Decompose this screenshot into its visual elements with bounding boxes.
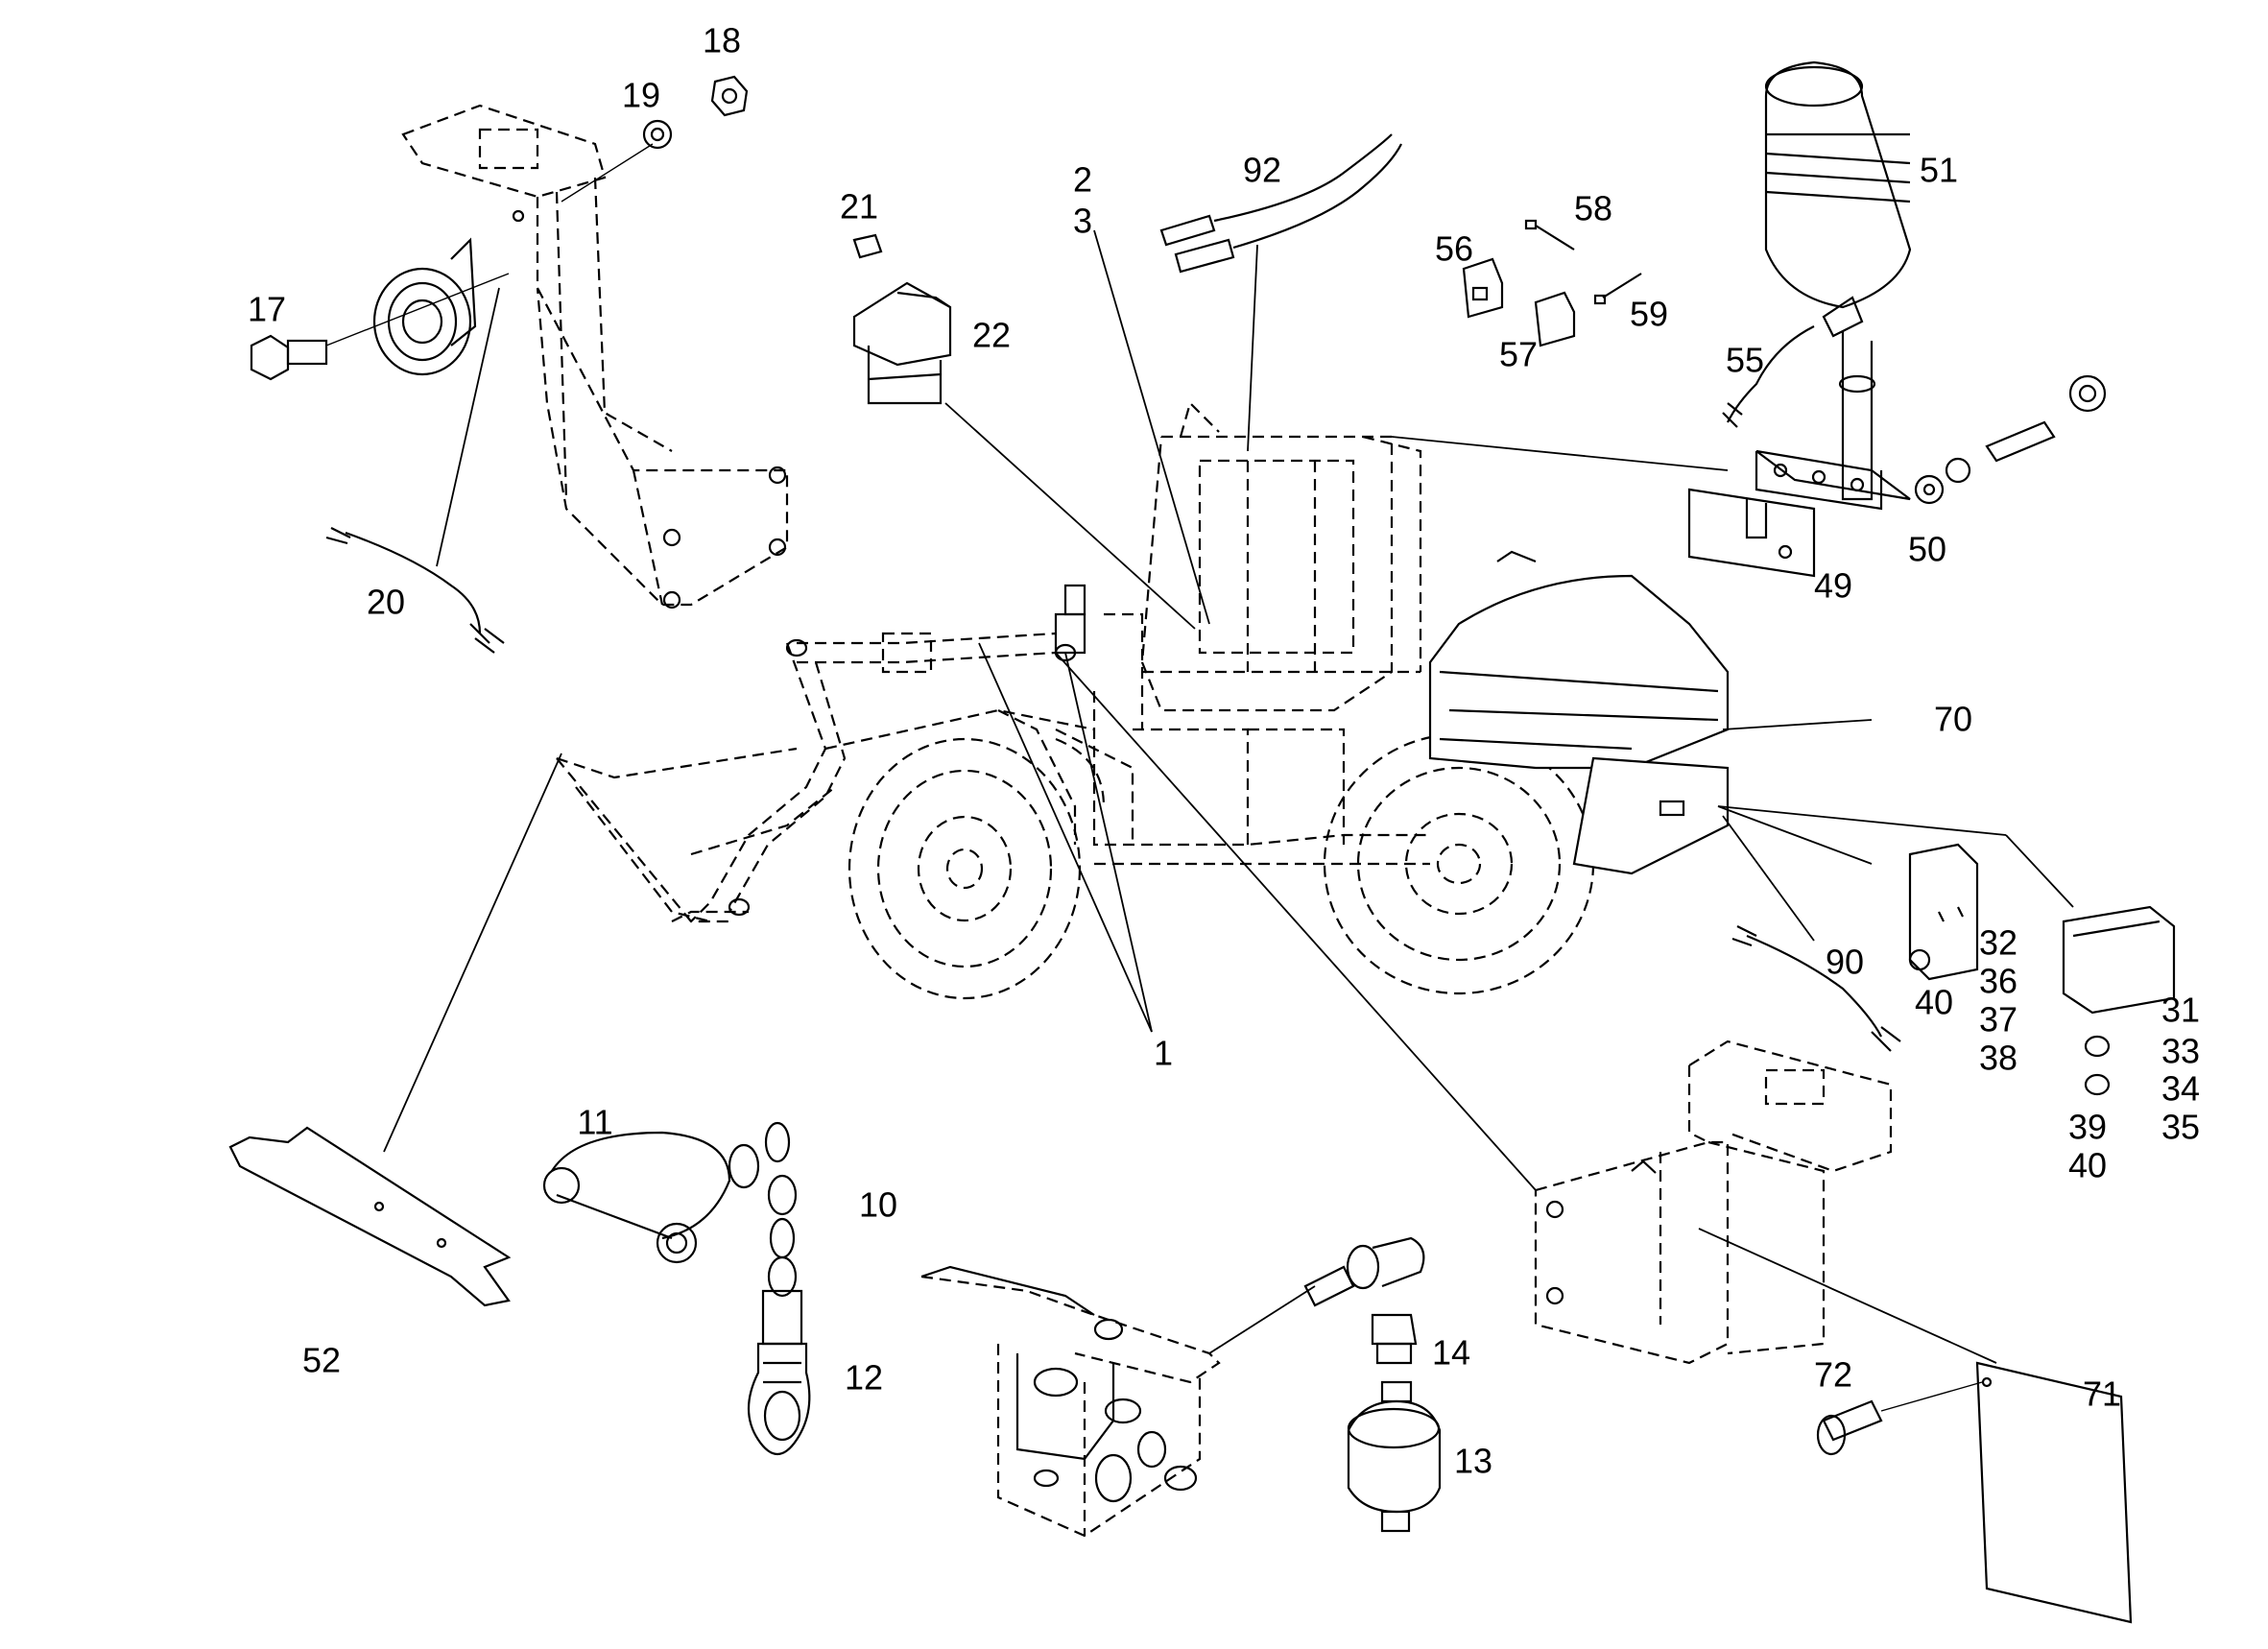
- housing-57: [1534, 291, 1576, 347]
- nut-18: [710, 75, 749, 117]
- callout-20: 20: [367, 583, 405, 622]
- pin-59: [1602, 273, 1642, 299]
- callout-37: 37: [1979, 1000, 2017, 1040]
- callout-57: 57: [1499, 335, 1538, 374]
- callout-labels: 1 2 3 10 11 12 13 14 17 18 19 20 21 22 3…: [248, 21, 2200, 1481]
- callout-10: 10: [859, 1185, 897, 1225]
- callout-55: 55: [1726, 341, 1764, 380]
- tow-chain-assembly: [542, 1121, 811, 1456]
- callout-58: 58: [1574, 189, 1612, 228]
- lamp-31: [2062, 905, 2176, 1015]
- horn-bracket-assembly: [250, 75, 789, 654]
- callout-70: 70: [1934, 700, 1972, 739]
- cab: [1140, 400, 1422, 712]
- cutting-edge-52: [228, 753, 562, 1307]
- callout-49: 49: [1814, 566, 1852, 606]
- callout-21: 21: [840, 187, 878, 227]
- callout-90: 90: [1826, 943, 1864, 982]
- plate-71: [1975, 1361, 2133, 1624]
- bolt-17: [250, 273, 510, 381]
- callout-51: 51: [1920, 151, 1958, 190]
- brake-valve: [920, 1265, 1316, 1538]
- connectors-92: [1159, 133, 1402, 452]
- wire-harness-20: [325, 287, 505, 654]
- callout-35: 35: [2161, 1108, 2200, 1147]
- washer-19: [642, 119, 673, 150]
- callout-19: 19: [622, 76, 660, 115]
- callout-1: 1: [1154, 1034, 1173, 1073]
- callout-72: 72: [1814, 1355, 1852, 1395]
- callout-18: 18: [703, 21, 741, 60]
- callout-40-b: 40: [2068, 1146, 2107, 1185]
- connector-housings: [1462, 219, 1642, 347]
- engine-hood: [1428, 550, 1730, 875]
- callout-12: 12: [845, 1358, 883, 1398]
- license-bracket: [1055, 652, 2133, 1624]
- joystick: [1054, 584, 1086, 662]
- callout-13: 13: [1454, 1442, 1492, 1481]
- callout-40-a: 40: [1915, 983, 1953, 1022]
- callout-2: 2: [1073, 160, 1092, 200]
- callout-31: 31: [2161, 991, 2200, 1030]
- housing-56: [1462, 257, 1504, 319]
- tail-lamps: [1717, 719, 2176, 1096]
- callout-50: 50: [1908, 530, 1946, 569]
- callout-34: 34: [2161, 1069, 2200, 1109]
- rear-wheel: [1323, 732, 1595, 995]
- callout-56: 56: [1435, 229, 1473, 269]
- lift-arm: [556, 632, 1106, 923]
- plate-49: [1687, 488, 1816, 578]
- callout-14: 14: [1432, 1333, 1470, 1373]
- pressure-switch: [1303, 1236, 1442, 1533]
- screw-72: [1822, 1399, 1883, 1442]
- front-wheel: [848, 737, 1082, 1000]
- callout-39: 39: [2068, 1108, 2107, 1147]
- callout-11: 11: [577, 1103, 612, 1142]
- lamp-32: [1908, 843, 1979, 981]
- callout-71: 71: [2083, 1374, 2121, 1414]
- callout-32: 32: [1979, 923, 2017, 963]
- callout-33: 33: [2161, 1032, 2200, 1071]
- callout-17: 17: [248, 290, 286, 329]
- bulb-33: [2084, 1035, 2111, 1058]
- callout-92: 92: [1243, 151, 1281, 190]
- bulb-40a: [1908, 948, 1931, 971]
- callout-22: 22: [972, 316, 1011, 355]
- callout-36: 36: [1979, 962, 2017, 1001]
- bulb-39: [2084, 1073, 2111, 1096]
- switch-cap-21: [852, 233, 883, 259]
- callout-3: 3: [1073, 202, 1092, 241]
- wheel-loader: [556, 400, 1730, 1000]
- rocker-switch: [852, 233, 1196, 630]
- callout-59: 59: [1630, 295, 1668, 334]
- rotating-beacon: [1391, 60, 2107, 578]
- callout-38: 38: [1979, 1039, 2017, 1078]
- pin-58: [1535, 225, 1575, 251]
- chassis: [1055, 612, 1430, 866]
- callout-52: 52: [302, 1341, 341, 1380]
